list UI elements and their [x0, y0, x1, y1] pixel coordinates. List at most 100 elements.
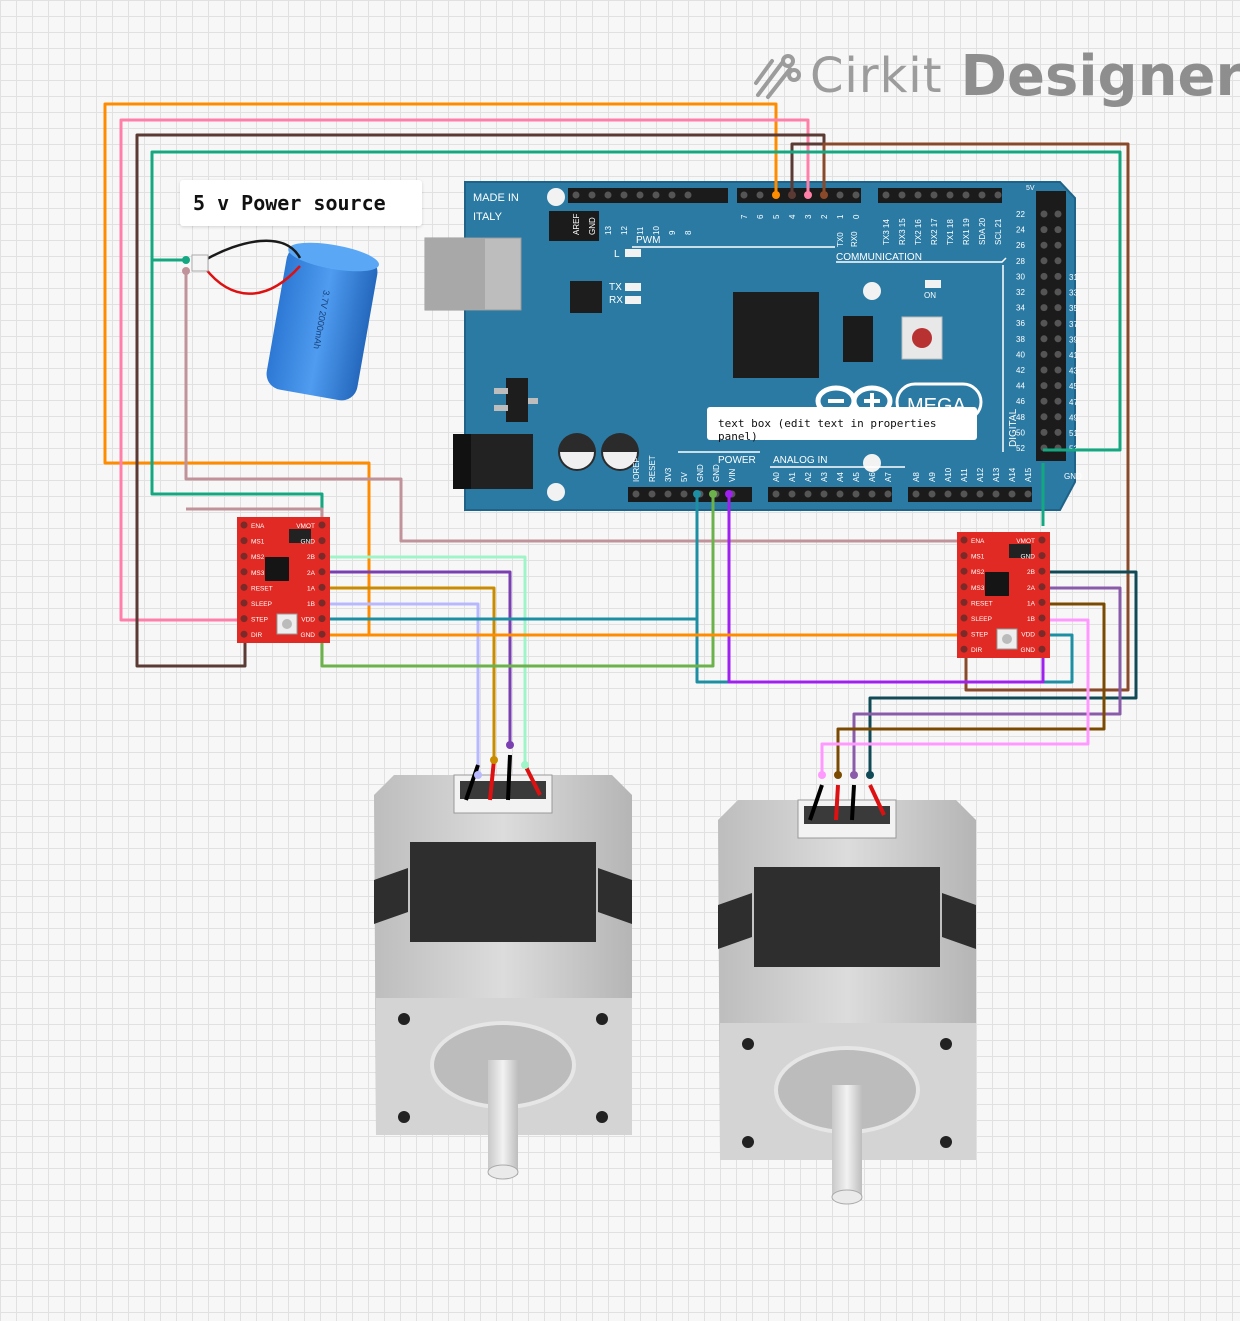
- stepper-driver-right[interactable]: ENAMS1MS2MS3RESETSLEEPSTEPDIRVMOTGND2B2A…: [957, 532, 1050, 658]
- header-pin[interactable]: [1040, 366, 1048, 374]
- header-pin[interactable]: [1054, 210, 1062, 218]
- driver-pin[interactable]: [960, 630, 968, 638]
- header-pin[interactable]: [804, 490, 812, 498]
- driver-pin[interactable]: [240, 552, 248, 560]
- header-pin[interactable]: [668, 191, 676, 199]
- header-pin[interactable]: [648, 490, 656, 498]
- wire-purple-2a-left[interactable]: [322, 570, 512, 745]
- header-pin[interactable]: [604, 191, 612, 199]
- wire-teal-vmot-left[interactable]: [150, 150, 1122, 526]
- driver-pin[interactable]: [1038, 552, 1046, 560]
- driver-pin[interactable]: [240, 630, 248, 638]
- header-pin[interactable]: [572, 191, 580, 199]
- header-pin[interactable]: [992, 490, 1000, 498]
- stepper-motor-left[interactable]: [374, 754, 632, 1180]
- header-pin[interactable]: [946, 191, 954, 199]
- driver-pin[interactable]: [240, 521, 248, 529]
- header-pin[interactable]: [1054, 413, 1062, 421]
- driver-pin[interactable]: [318, 615, 326, 623]
- header-pin[interactable]: [1008, 490, 1016, 498]
- driver-pin[interactable]: [960, 583, 968, 591]
- wire-gold-1a-left[interactable]: [322, 586, 496, 760]
- header-pin[interactable]: [1040, 382, 1048, 390]
- header-pin[interactable]: [882, 191, 890, 199]
- header-pin[interactable]: [820, 490, 828, 498]
- header-pin[interactable]: [680, 490, 688, 498]
- header-pin[interactable]: [1040, 413, 1048, 421]
- header-pin[interactable]: [1040, 397, 1048, 405]
- driver-pin[interactable]: [960, 552, 968, 560]
- header-pin[interactable]: [1040, 319, 1048, 327]
- header-pin[interactable]: [1040, 241, 1048, 249]
- driver-pin[interactable]: [1038, 536, 1046, 544]
- driver-pin[interactable]: [1038, 583, 1046, 591]
- header-pin[interactable]: [1040, 350, 1048, 358]
- header-pin[interactable]: [1040, 304, 1048, 312]
- header-pin[interactable]: [1054, 288, 1062, 296]
- driver-pin[interactable]: [318, 521, 326, 529]
- header-pin[interactable]: [632, 490, 640, 498]
- stepper-driver-left[interactable]: ENAMS1MS2MS3RESETSLEEPSTEPDIRVMOTGND2B2A…: [237, 517, 330, 643]
- header-pin[interactable]: [978, 191, 986, 199]
- text-box-label[interactable]: text box (edit text in properties panel): [707, 407, 977, 443]
- header-pin[interactable]: [994, 191, 1002, 199]
- driver-pin[interactable]: [318, 552, 326, 560]
- driver-pin[interactable]: [1038, 567, 1046, 575]
- header-pin[interactable]: [1040, 272, 1048, 280]
- header-pin[interactable]: [852, 191, 860, 199]
- header-pin[interactable]: [976, 490, 984, 498]
- power-source-label[interactable]: 5 v Power source: [180, 180, 422, 226]
- driver-pin[interactable]: [240, 568, 248, 576]
- header-pin[interactable]: [884, 490, 892, 498]
- driver-pin[interactable]: [960, 536, 968, 544]
- driver-pin[interactable]: [1038, 614, 1046, 622]
- header-pin[interactable]: [756, 191, 764, 199]
- header-pin[interactable]: [788, 490, 796, 498]
- header-pin[interactable]: [652, 191, 660, 199]
- driver-pin[interactable]: [318, 630, 326, 638]
- header-pin[interactable]: [664, 490, 672, 498]
- header-pin[interactable]: [1054, 226, 1062, 234]
- battery-power-source[interactable]: 3.7V 2000mAh: [191, 237, 381, 403]
- driver-pin[interactable]: [240, 599, 248, 607]
- driver-pin[interactable]: [318, 537, 326, 545]
- header-pin[interactable]: [1040, 428, 1048, 436]
- header-pin[interactable]: [1024, 490, 1032, 498]
- driver-pin[interactable]: [960, 567, 968, 575]
- driver-pin[interactable]: [318, 599, 326, 607]
- header-pin[interactable]: [772, 490, 780, 498]
- wire-violet-gnd-right[interactable]: [727, 494, 1045, 684]
- header-pin[interactable]: [1040, 226, 1048, 234]
- header-pin[interactable]: [1040, 210, 1048, 218]
- driver-pin[interactable]: [318, 568, 326, 576]
- header-pin[interactable]: [928, 490, 936, 498]
- header-pin[interactable]: [836, 490, 844, 498]
- header-pin[interactable]: [1054, 382, 1062, 390]
- header-pin[interactable]: [1040, 288, 1048, 296]
- driver-pin[interactable]: [240, 583, 248, 591]
- wire-purple-2a-right[interactable]: [852, 586, 1122, 775]
- header-pin[interactable]: [962, 191, 970, 199]
- wire-mint-2b-left[interactable]: [322, 555, 527, 765]
- header-pin[interactable]: [1054, 304, 1062, 312]
- arduino-mega-board[interactable]: MEGA MADE IN ITALY PWM COMMUNICATION POW…: [424, 181, 1082, 511]
- header-pin[interactable]: [944, 490, 952, 498]
- header-pin[interactable]: [588, 191, 596, 199]
- wire-lightpink-1b-right[interactable]: [820, 618, 1090, 775]
- header-pin[interactable]: [1054, 397, 1062, 405]
- header-pin[interactable]: [1054, 241, 1062, 249]
- header-pin[interactable]: [960, 490, 968, 498]
- driver-pin[interactable]: [240, 537, 248, 545]
- wire-lavender-1b-left[interactable]: [322, 602, 480, 775]
- driver-pin[interactable]: [1038, 630, 1046, 638]
- wire-green-gnd-left[interactable]: [320, 494, 715, 668]
- wire-brown-pin4-dir-left[interactable]: [135, 133, 826, 668]
- header-pin[interactable]: [1054, 428, 1062, 436]
- header-pin[interactable]: [1054, 366, 1062, 374]
- wire-darkteal-2b-right[interactable]: [868, 570, 1138, 775]
- driver-pin[interactable]: [960, 614, 968, 622]
- header-pin[interactable]: [1040, 257, 1048, 265]
- header-pin[interactable]: [898, 191, 906, 199]
- header-pin[interactable]: [1054, 272, 1062, 280]
- header-pin[interactable]: [1054, 335, 1062, 343]
